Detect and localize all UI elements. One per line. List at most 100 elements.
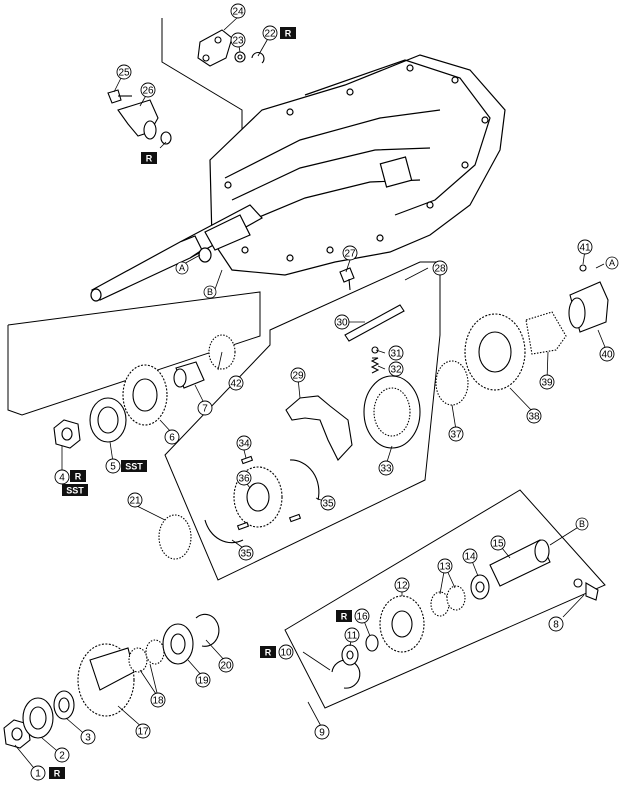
tag-replace-10: R [260,646,276,658]
callout-40: 40 [599,346,615,362]
part-13-bearing [430,591,450,617]
svg-text:R: R [54,769,61,779]
part-16-ring [365,634,379,652]
callout-35-upper: 35 [320,495,336,511]
svg-text:R: R [265,648,272,658]
ref-b-right: B [575,517,589,531]
svg-text:6: 6 [169,433,175,444]
svg-text:15: 15 [492,539,504,550]
callout-18: 18 [150,692,166,708]
callout-5: 5 [105,458,121,474]
sensor-parts [107,89,172,145]
svg-text:40: 40 [601,350,613,361]
svg-text:18: 18 [152,696,164,707]
svg-text:33: 33 [380,464,392,475]
svg-text:24: 24 [232,7,244,18]
svg-text:20: 20 [220,661,232,672]
ref-a-left: A [175,261,189,275]
callout-39: 39 [539,374,555,390]
part-8-washer [573,578,583,588]
svg-text:23: 23 [232,36,244,47]
svg-text:B: B [207,287,213,297]
svg-text:SST: SST [66,486,84,496]
svg-text:28: 28 [434,264,446,275]
svg-text:16: 16 [356,612,368,623]
callout-26: 26 [140,82,156,98]
svg-text:5: 5 [110,462,116,473]
svg-text:41: 41 [579,243,591,254]
part-30-shaft [344,304,405,342]
callout-41: 41 [577,239,593,255]
part-35-ring-upper [289,459,320,501]
callout-3: 3 [80,729,96,745]
callout-11: 11 [344,627,360,643]
svg-text:36: 36 [238,474,250,485]
callout-30: 30 [334,314,350,330]
callout-35-lower: 35 [238,545,254,561]
tag-replace-22: R [280,27,296,39]
right-parts [435,264,609,406]
callout-13: 13 [437,558,453,574]
svg-text:R: R [285,29,292,39]
callout-14: 14 [462,548,478,564]
callout-12: 12 [394,577,410,593]
svg-text:B: B [579,519,585,529]
svg-text:4: 4 [59,473,65,484]
svg-text:38: 38 [528,412,540,423]
svg-text:37: 37 [450,430,462,441]
svg-text:34: 34 [238,439,250,450]
service-tags: R R R SST SST R R R [49,27,352,779]
part-41-ball [579,264,587,272]
bottom-left-parts [3,613,220,749]
svg-text:25: 25 [118,68,130,79]
svg-text:14: 14 [464,552,476,563]
svg-text:R: R [75,472,82,482]
callout-37: 37 [448,426,464,442]
callout-29: 29 [290,367,306,383]
transmission-case [209,54,506,276]
svg-text:SST: SST [125,462,143,472]
countershaft-parts [331,539,599,689]
callout-42: 42 [228,375,244,391]
tag-replace-16: R [336,610,352,622]
tag-replace-1: R [49,767,65,779]
shift-fork-parts [158,267,421,560]
svg-text:35: 35 [322,499,334,510]
svg-text:R: R [341,612,348,622]
callout-32: 32 [388,361,404,377]
callouts: 1 2 3 4 5 6 7 8 9 10 11 12 13 14 15 16 1… [30,3,615,781]
top-bracket-parts [197,29,265,67]
callout-9: 9 [314,724,330,740]
callout-21: 21 [127,492,143,508]
callout-1: 1 [30,765,46,781]
callout-34: 34 [236,435,252,451]
svg-text:1: 1 [35,769,41,780]
svg-text:29: 29 [292,371,304,382]
mainshaft-parts [53,334,236,449]
callout-20: 20 [218,657,234,673]
part-31-ball [371,346,379,354]
svg-text:22: 22 [264,29,276,40]
callout-2: 2 [54,747,70,763]
svg-text:3: 3 [85,733,91,744]
part-35-ring-lower [204,519,244,544]
svg-text:32: 32 [390,365,402,376]
tag-replace-4: R [70,470,86,482]
svg-text:26: 26 [142,86,154,97]
callout-31: 31 [388,345,404,361]
svg-text:27: 27 [344,249,356,260]
outline-countershaft-group [284,489,606,709]
ref-a-right: A [605,256,619,270]
svg-text:7: 7 [202,404,208,415]
part-10-snap-ring [331,659,361,689]
svg-text:21: 21 [129,496,141,507]
svg-text:A: A [609,258,615,268]
part-32-spring [370,357,380,374]
svg-text:9: 9 [319,728,325,739]
part-21-synchro-ring [158,514,192,560]
svg-text:19: 19 [197,676,209,687]
svg-text:31: 31 [390,349,402,360]
svg-text:11: 11 [347,631,358,642]
callout-38: 38 [526,408,542,424]
part-29-shift-fork [285,395,353,461]
